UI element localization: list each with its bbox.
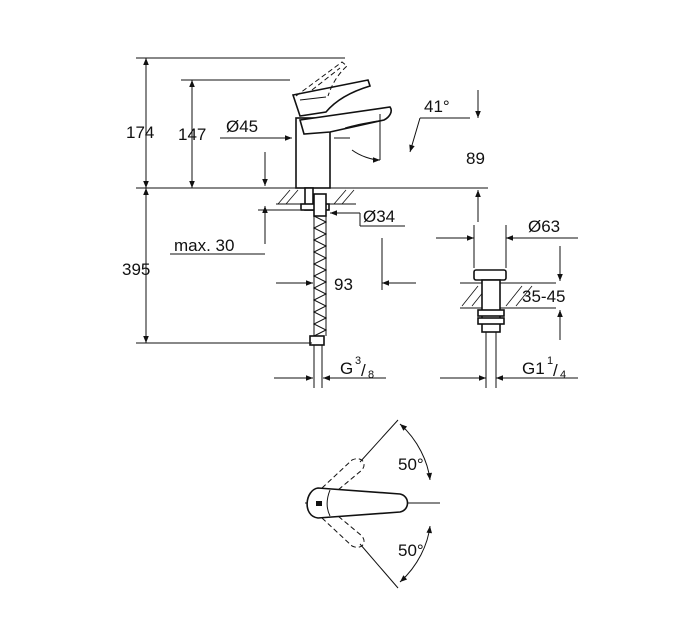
dim-connection-frac-num: 3 [355, 355, 361, 367]
dim-height-total: 174 [126, 123, 154, 142]
flex-hose [312, 215, 328, 337]
swivel-top-view [305, 419, 440, 589]
waste-valve [436, 225, 578, 388]
dim-waste-diameter: Ø63 [528, 217, 560, 236]
dim-max-deck: max. 30 [174, 236, 234, 255]
dim-spout-diameter: Ø45 [226, 117, 258, 136]
dim-waste-slash: / [553, 361, 558, 380]
dim-waste-range: 35-45 [522, 287, 565, 306]
dim-swivel-top: 50° [398, 455, 424, 474]
lever-raised-outline [295, 61, 348, 97]
dim-reach: 93 [334, 275, 353, 294]
dim-waste-thread-main: G1 [522, 359, 545, 378]
lever-handle [291, 79, 372, 117]
spout [298, 106, 392, 135]
faucet-elevation [136, 57, 488, 388]
dim-waste-frac-den: 4 [560, 369, 566, 381]
dim-swivel-bottom: 50° [398, 541, 424, 560]
dim-connection-frac-den: 8 [368, 369, 374, 381]
handle-top-view [306, 487, 409, 519]
dim-height-spout: 147 [178, 125, 206, 144]
dim-below-deck: 395 [122, 260, 150, 279]
dim-waste-frac-num: 1 [547, 355, 553, 367]
dim-spout-projection: 89 [466, 149, 485, 168]
dim-connection-slash: / [361, 361, 366, 380]
waste-cap [473, 269, 507, 281]
dim-base-diameter: Ø34 [363, 207, 395, 226]
dim-connection-main: G [340, 359, 353, 378]
dim-spout-angle: 41° [424, 97, 450, 116]
